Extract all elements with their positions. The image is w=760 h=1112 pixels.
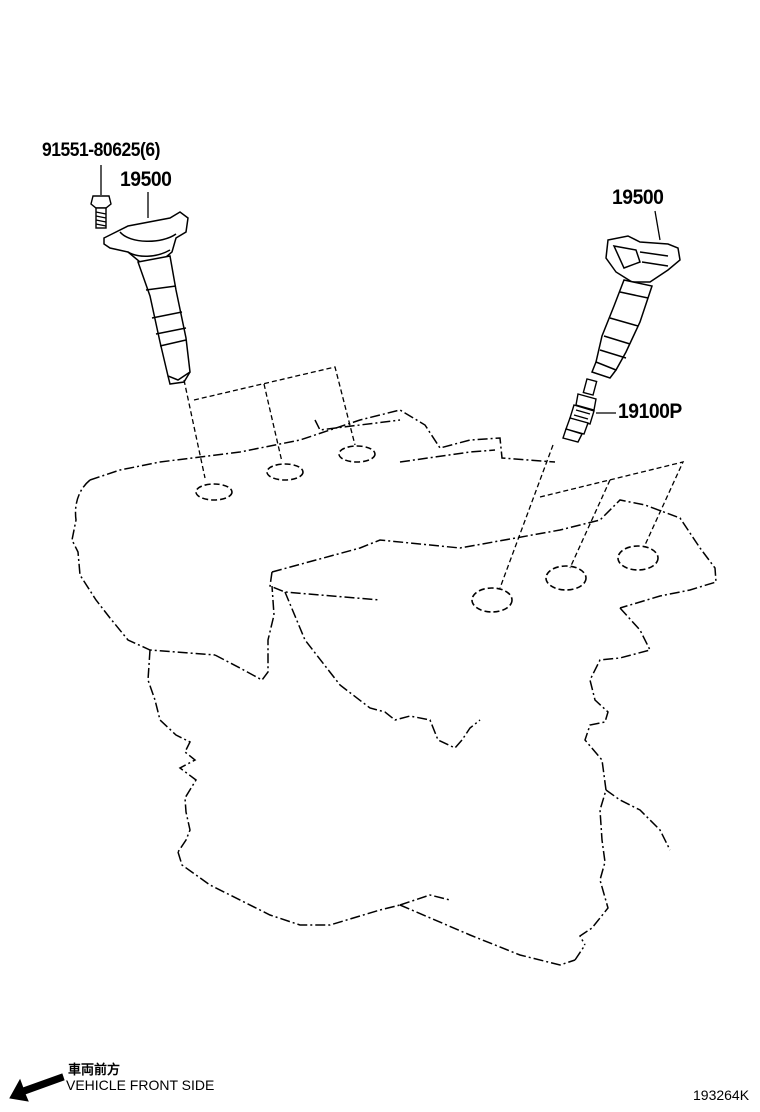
- callout-lines: [100, 165, 661, 414]
- ignition-coil-left: [103, 211, 191, 385]
- plug-hole-rear-1: [195, 483, 233, 501]
- plug-holes: [195, 445, 659, 613]
- callout-coil-right-part-number: 19500: [612, 186, 664, 209]
- callout-spark-plug-part-number: 19100P: [618, 400, 682, 423]
- engine-outline: [71, 409, 717, 966]
- plug-hole-rear-3: [338, 445, 376, 463]
- ignition-coil-right: [591, 235, 681, 379]
- plug-hole-front-3: [617, 545, 659, 571]
- spark-plug: [562, 378, 598, 443]
- arrow-left-down-icon: [9, 1073, 65, 1102]
- diagram-code: 193264K: [693, 1087, 750, 1103]
- plug-hole-front-2: [545, 565, 587, 591]
- callout-bolt-part-number: 91551-80625(6): [42, 140, 160, 161]
- direction-label-jp: 車両前方: [68, 1063, 121, 1078]
- leader-lines: [183, 366, 685, 589]
- callout-coil-left-part-number: 19500: [120, 168, 172, 191]
- direction-label-en: VEHICLE FRONT SIDE: [66, 1077, 215, 1093]
- bolt: [90, 195, 112, 229]
- plug-hole-rear-2: [266, 463, 304, 481]
- plug-hole-front-1: [471, 587, 513, 613]
